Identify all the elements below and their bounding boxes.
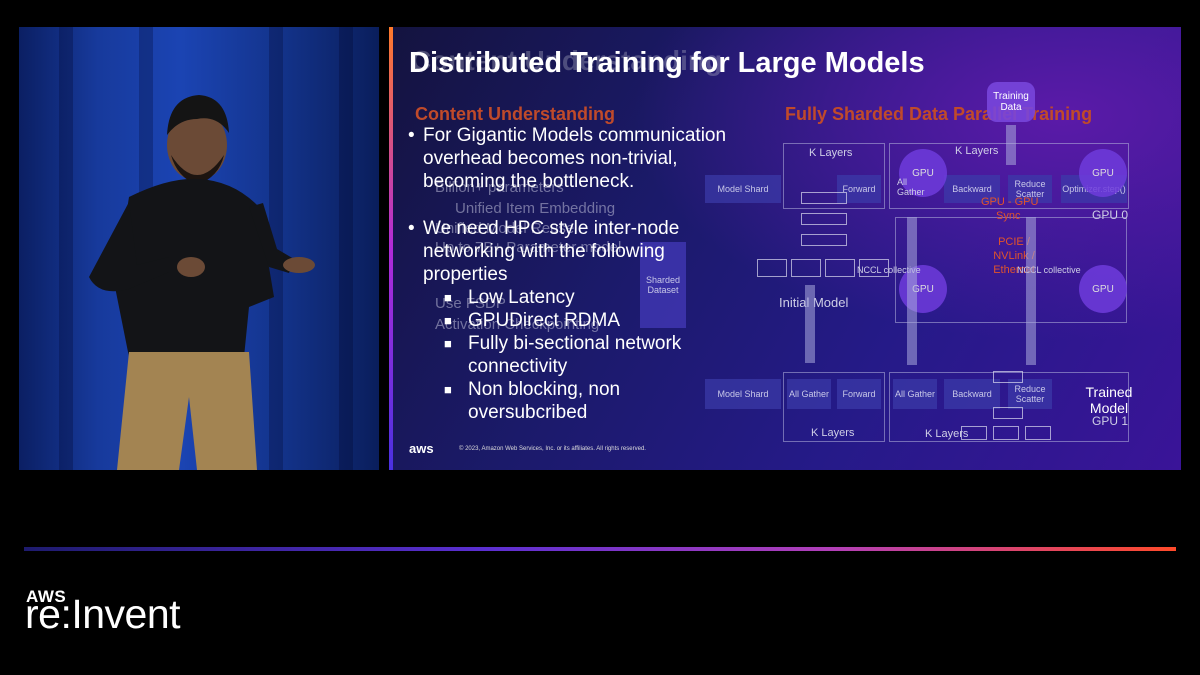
sub-bullet: ■ Low Latency (444, 287, 575, 308)
gpu-gpu-label: GPU - GPU (981, 196, 1039, 208)
model-node (825, 259, 855, 277)
backward-block: Backward (944, 175, 1000, 203)
model-shard-block: Model Shard (705, 379, 781, 409)
forward-block: Forward (837, 379, 881, 409)
presentation-slide: Content Understanding Content Understand… (389, 27, 1181, 470)
k-layers-label: K Layers (955, 145, 999, 157)
k-layers-label: K Layers (809, 147, 853, 159)
gpu1-shard-box (783, 372, 885, 442)
gpu0-label: GPU 0 (1092, 208, 1129, 222)
reduce-scatter-block: Reduce Scatter (1008, 175, 1052, 203)
gpu1-label: GPU 1 (1092, 414, 1129, 428)
gpu0-group-box (889, 143, 1129, 209)
sub-bullet: ■ Fully bi-sectional network connectivit… (444, 333, 682, 377)
reduce-scatter-block: Reduce Scatter (1008, 379, 1052, 409)
sub-bullet-marker: ■ (444, 290, 452, 305)
ghost-line: Use FSDP (435, 295, 506, 312)
gpu1-group-box (889, 372, 1129, 442)
interconnect-box (895, 217, 1127, 323)
reinvent-logo: re:Invent (25, 591, 181, 637)
gpu0-shard-box (783, 143, 885, 209)
ghost-line: Up to 7B+ Parameter model (435, 239, 622, 256)
sub-bullet: ■ GPUDirect RDMA (444, 310, 621, 331)
sync-label: Sync (996, 210, 1021, 222)
ghost-title: Content Understanding (411, 45, 723, 76)
model-node (1025, 426, 1051, 440)
right-heading: Fully Sharded Data Parallel Training (785, 104, 1093, 124)
model-node (757, 259, 787, 277)
interconnect-label: PCIE / NVLink / Ethernet (993, 236, 1035, 276)
model-node (859, 259, 889, 277)
down-arrow (1026, 217, 1036, 365)
slide-title: Distributed Training for Large Models (409, 47, 925, 79)
slide-footer: © 2023, Amazon Web Services, Inc. or its… (459, 446, 646, 452)
speaker-video (19, 27, 379, 470)
accent-divider (24, 547, 1176, 551)
training-data-cylinder: Training Data (987, 82, 1035, 122)
model-node (961, 426, 987, 440)
sub-bullet-marker: ■ (444, 313, 452, 328)
gpu-circle: GPU (1079, 265, 1127, 313)
ghost-line: Unified Item Embedding (455, 200, 616, 217)
model-node (801, 213, 847, 225)
slide-accent-edge (389, 27, 393, 470)
k-layers-label: K Layers (811, 427, 855, 439)
gpu-circle: GPU (1079, 149, 1127, 197)
ghost-line: Unified Model Reuse (435, 220, 575, 237)
sub-bullet: ■ Non blocking, non oversubcribed (444, 379, 621, 423)
ghost-line: Activation Checkpointing (435, 316, 600, 333)
sharded-dataset: Sharded Dataset (640, 242, 686, 328)
sub-bullet-marker: ■ (444, 336, 452, 351)
forward-block: Forward (837, 175, 881, 203)
aws-logo: aws (409, 441, 434, 456)
down-arrow (805, 285, 815, 363)
model-node (791, 259, 821, 277)
model-shard-block: Model Shard (705, 175, 781, 203)
training-data-label: Training Data (993, 91, 1029, 113)
bullet-point: • For Gigantic Models communication over… (408, 125, 727, 192)
model-node (993, 407, 1023, 419)
all-gather-block: All Gather (893, 379, 937, 409)
aws-event-logo: AWS (26, 587, 67, 606)
bullet-point: • We need HPC style inter-node networkin… (408, 218, 680, 285)
model-node (801, 234, 847, 246)
ghost-line: Billion+ parameters (435, 179, 564, 196)
all-gather-label: All Gather (897, 177, 925, 197)
down-arrow (907, 217, 917, 365)
backward-block: Backward (944, 379, 1000, 409)
nccl-label: NCCL collective (1017, 265, 1081, 275)
model-node (993, 371, 1023, 383)
trained-model-label: Trained Model (1085, 384, 1133, 416)
bullet-dot: • (408, 218, 415, 239)
k-layers-label: K Layers (925, 428, 969, 440)
left-heading: Content Understanding (415, 104, 615, 124)
bullet-dot: • (408, 125, 415, 146)
model-node (993, 426, 1019, 440)
gpu-circle: GPU (899, 149, 947, 197)
all-gather-block: All Gather (787, 379, 831, 409)
sub-bullet-marker: ■ (444, 382, 452, 397)
speaker-figure (89, 95, 315, 470)
model-node (801, 192, 847, 204)
data-arrow (1006, 125, 1016, 165)
